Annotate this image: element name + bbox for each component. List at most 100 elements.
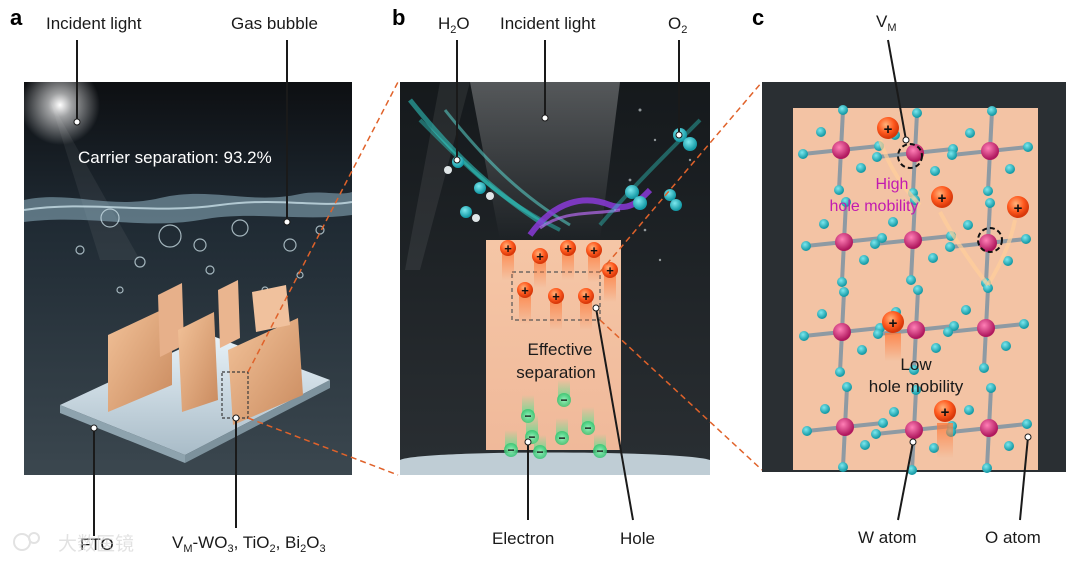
label-vm: VM — [876, 12, 897, 34]
hole: + — [934, 400, 956, 458]
o-atom — [889, 407, 899, 417]
watermark-logo-icon — [14, 534, 30, 550]
svg-text:−: − — [536, 445, 543, 459]
w-atom — [835, 233, 853, 251]
svg-text:−: − — [558, 431, 565, 445]
o-atom — [943, 327, 953, 337]
label-materials: VM-WO3, TiO2, Bi2O3 — [172, 533, 326, 555]
w-atom — [980, 419, 998, 437]
o-atom — [820, 404, 830, 414]
label-incident-light-a: Incident light — [46, 14, 142, 33]
o-atom — [913, 285, 923, 295]
o-atom — [857, 345, 867, 355]
o-atom — [873, 329, 883, 339]
o-atom — [912, 108, 922, 118]
panel-b: + + + + + + + + − − − − − − − − Effectiv… — [392, 5, 710, 548]
svg-text:−: − — [507, 443, 514, 457]
o-atom — [906, 275, 916, 285]
hole: + — [500, 240, 516, 280]
w-atom — [836, 418, 854, 436]
w-atom — [833, 323, 851, 341]
watermark-text: 大数医镜 — [58, 533, 134, 555]
svg-text:+: + — [564, 241, 572, 256]
label-gas-bubble: Gas bubble — [231, 14, 318, 33]
substrate — [400, 453, 710, 476]
o-atom — [816, 127, 826, 137]
w-atom — [905, 421, 923, 439]
svg-text:+: + — [521, 283, 529, 298]
label-o2: O2 — [668, 14, 687, 36]
o-atom — [839, 287, 849, 297]
w-atom — [981, 142, 999, 160]
leader-dot — [593, 305, 599, 311]
svg-text:+: + — [941, 404, 950, 421]
hole: + — [1007, 196, 1029, 218]
o-atom — [1005, 164, 1015, 174]
leader-dot — [542, 115, 548, 121]
label-o-atom: O atom — [985, 528, 1041, 547]
hole: + — [560, 240, 576, 280]
electron: − — [555, 418, 569, 445]
leader-dot — [676, 132, 682, 138]
o-atom — [859, 255, 869, 265]
leader-dot — [233, 415, 239, 421]
svg-text:+: + — [889, 315, 898, 332]
hole: + — [877, 117, 899, 139]
o-atom — [872, 152, 882, 162]
w-atom — [904, 231, 922, 249]
label-incident-light-b: Incident light — [500, 14, 596, 33]
o-atom — [931, 343, 941, 353]
o-atom — [837, 277, 847, 287]
leader-dot — [284, 219, 290, 225]
svg-text:+: + — [606, 263, 614, 278]
o-atom — [801, 241, 811, 251]
panel-a: a Incident light Gas bubble Carrier sepa… — [10, 5, 352, 555]
svg-text:−: − — [584, 421, 591, 435]
hole: + — [882, 311, 904, 361]
o-atom — [1001, 341, 1011, 351]
panel-b-letter: b — [392, 5, 405, 30]
o-atom — [1004, 441, 1014, 451]
electron: − — [557, 380, 571, 407]
o-atom — [842, 382, 852, 392]
o-atom — [856, 163, 866, 173]
o-atom — [965, 128, 975, 138]
hole: + — [602, 262, 618, 302]
electron: − — [504, 430, 518, 457]
o-atom — [947, 150, 957, 160]
svg-text:+: + — [938, 190, 947, 207]
electron: − — [581, 407, 595, 435]
o-atom — [945, 242, 955, 252]
svg-text:+: + — [536, 249, 544, 264]
label-hole: Hole — [620, 529, 655, 548]
electron: − — [533, 435, 547, 459]
label-high: High — [876, 176, 909, 193]
o-atom — [983, 186, 993, 196]
o-atom — [979, 363, 989, 373]
svg-text:+: + — [590, 243, 598, 258]
o-atom — [987, 106, 997, 116]
o-atom — [982, 463, 992, 473]
hole: + — [532, 248, 548, 288]
svg-text:−: − — [596, 444, 603, 458]
hole: + — [931, 186, 953, 208]
label-separation: separation — [516, 363, 595, 382]
o-atom — [878, 418, 888, 428]
o-atom — [835, 367, 845, 377]
w-atom — [832, 141, 850, 159]
label-low-hole-mobility: hole mobility — [869, 377, 964, 396]
panel-c-letter: c — [752, 5, 764, 30]
carrier-separation-label: Carrier separation: 93.2% — [78, 148, 272, 167]
o-atom — [1022, 419, 1032, 429]
o-atom — [1019, 319, 1029, 329]
leader-dot — [903, 137, 909, 143]
hole: + — [586, 242, 602, 282]
leader-dot — [1025, 434, 1031, 440]
leader-dot — [74, 119, 80, 125]
o-atom — [819, 219, 829, 229]
o-atom — [930, 166, 940, 176]
o-atom — [961, 305, 971, 315]
panel-a-letter: a — [10, 5, 23, 30]
w-atom — [907, 321, 925, 339]
label-electron: Electron — [492, 529, 554, 548]
